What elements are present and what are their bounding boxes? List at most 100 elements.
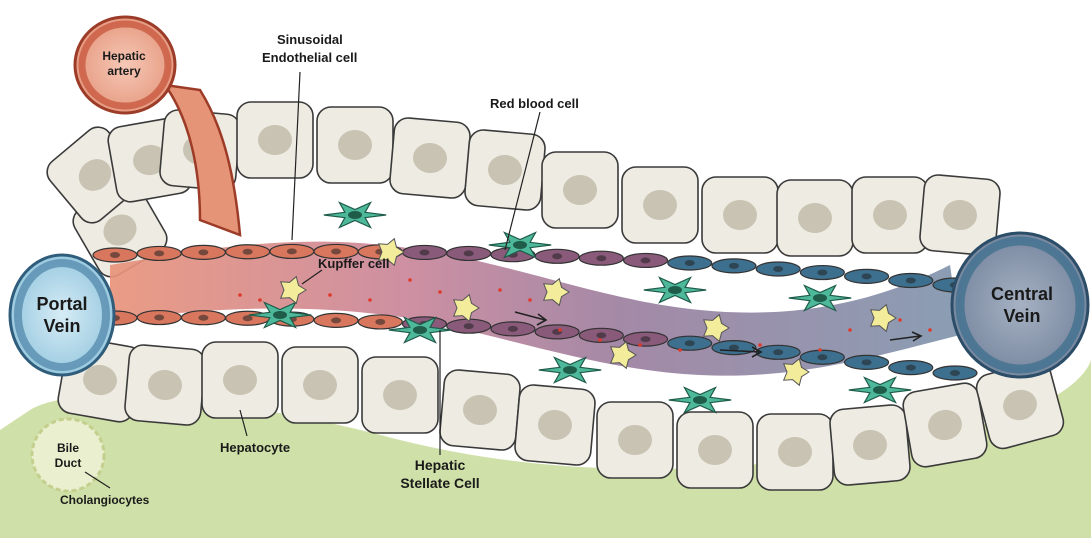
red-blood-cell [238,293,242,297]
label-stellate-2: Stellate Cell [400,475,479,491]
endothelial-cell [226,245,270,259]
endothelial-cell [624,332,668,346]
red-blood-cell [408,278,412,282]
endothelial-cell [447,246,491,260]
hepatocyte-nucleus [223,365,257,395]
hepatocyte [389,117,471,199]
hepatocyte-nucleus [723,200,757,230]
bile-duct [32,419,104,491]
hepatocyte-nucleus [778,437,812,467]
label-red-blood-cell: Red blood cell [490,96,579,111]
label-hepatic-artery-1: Hepatic [102,49,146,63]
endothelial-cell [668,256,712,270]
stellate-cell [644,278,706,303]
hepatocyte-nucleus [383,380,417,410]
red-blood-cell [258,298,262,302]
label-sinusoidal-1: Sinusoidal [277,32,343,47]
endothelial-cell [358,315,402,329]
endothelial-cell [137,246,181,260]
endothelial-cell [181,245,225,259]
hepatocyte [597,402,673,478]
hepatocyte [542,152,618,228]
hepatocyte [757,414,833,490]
hepatocyte [777,180,853,256]
hepatocyte-nucleus [873,200,907,230]
red-blood-cell [528,298,532,302]
endothelial-cell [314,313,358,327]
stellate-cell [849,378,911,403]
hepatocyte-nucleus [643,190,677,220]
label-cholangiocytes: Cholangiocytes [60,493,150,507]
endothelial-cell [845,269,889,283]
endothelial-cell [756,262,800,276]
hepatocyte [901,381,989,469]
red-blood-cell [678,348,682,352]
hepatocyte-nucleus [303,370,337,400]
endothelial-cell [270,244,314,258]
endothelial-cell [889,274,933,288]
hepatocyte [464,129,546,211]
endothelial-cell [137,311,181,325]
endothelial-cell [402,245,446,259]
red-blood-cell [758,343,762,347]
endothelial-cell [535,249,579,263]
portal-vein [10,255,114,375]
stellate-cell [669,388,731,413]
label-stellate-1: Hepatic [415,457,466,473]
label-hepatocyte: Hepatocyte [220,440,290,455]
red-blood-cell [598,338,602,342]
red-blood-cell [818,348,822,352]
hepatocyte [622,167,698,243]
hepatocyte [852,177,928,253]
red-blood-cell [848,328,852,332]
hepatocyte-nucleus [338,130,372,160]
endothelial-cell [889,361,933,375]
label-hepatic-artery-2: artery [107,64,141,78]
endothelial-cell [535,325,579,339]
hepatocyte [514,384,596,466]
red-blood-cell [368,298,372,302]
endothelial-cell [624,253,668,267]
hepatocyte [317,107,393,183]
hepatocyte [829,404,911,486]
endothelial-cell [800,350,844,364]
hepatocyte [439,369,521,451]
red-blood-cell [898,318,902,322]
red-blood-cell [328,293,332,297]
endothelial-cell [181,311,225,325]
endothelial-cell [93,248,137,262]
hepatocyte-nucleus [258,125,292,155]
hepatocyte-nucleus [798,203,832,233]
hepatocyte [237,102,313,178]
endothelial-cell [579,251,623,265]
label-bile-duct-2: Duct [55,456,82,470]
hepatocyte [362,357,438,433]
hepatocyte [202,342,278,418]
label-portal-vein-2: Vein [43,316,80,336]
stellate-cell [539,358,601,383]
hepatocyte-nucleus [698,435,732,465]
red-blood-cell [558,328,562,332]
endothelial-cell [491,322,535,336]
hepatocyte-nucleus [618,425,652,455]
endothelial-cell [712,259,756,273]
red-blood-cell [638,343,642,347]
red-blood-cell [438,290,442,294]
hepatocyte [702,177,778,253]
stellate-cell [324,203,386,228]
label-kupffer-cell: Kupffer cell [318,256,390,271]
endothelial-cell [756,345,800,359]
central-vein [952,233,1088,377]
label-sinusoidal-2: Endothelial cell [262,50,357,65]
label-central-vein-1: Central [991,284,1053,304]
hepatocyte-nucleus [563,175,597,205]
endothelial-cell [845,355,889,369]
hepatocyte [282,347,358,423]
endothelial-cell [933,366,977,380]
label-central-vein-2: Vein [1003,306,1040,326]
red-blood-cell [498,288,502,292]
label-portal-vein-1: Portal [36,294,87,314]
label-bile-duct-1: Bile [57,441,79,455]
